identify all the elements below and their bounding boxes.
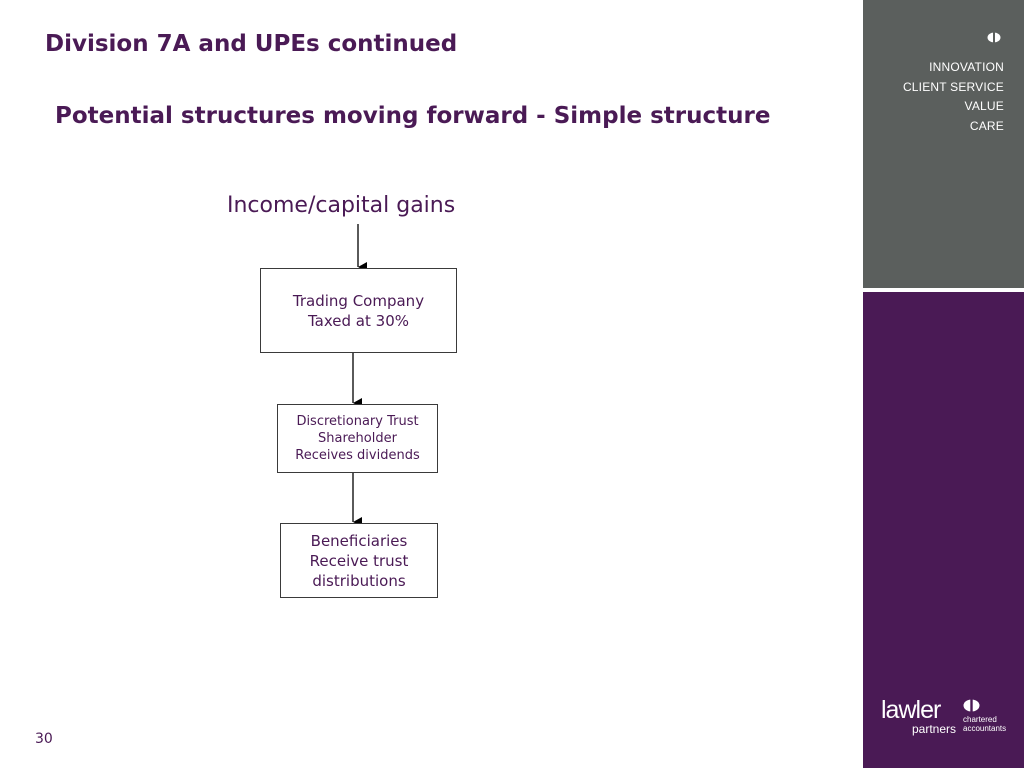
box-line: Receive trust [309, 551, 409, 570]
slide-title: Division 7A and UPEs continued [45, 31, 458, 57]
box-line: Discretionary Trust [296, 414, 419, 429]
value-item: CARE [969, 118, 1004, 133]
slide-subtitle: Potential structures moving forward - Si… [55, 103, 771, 129]
sidebar-divider [863, 288, 1024, 292]
box-line: Receives dividends [295, 448, 420, 463]
discretionary-trust-box: Discretionary Trust Shareholder Receives… [277, 404, 438, 473]
brand-tagline: chartered accountants [963, 715, 1006, 733]
box-line: Beneficiaries [310, 531, 408, 550]
beneficiaries-box: Beneficiaries Receive trust distribution… [280, 523, 438, 598]
sidebar-purple-panel [863, 292, 1024, 768]
trading-company-box: Trading Company Taxed at 30% [260, 268, 457, 353]
brand-tag-line: chartered [963, 715, 997, 724]
sidebar-grey-panel [863, 0, 1024, 288]
brand-tag-line: accountants [963, 724, 1007, 733]
value-item: CLIENT SERVICE [902, 79, 1004, 94]
values-list: INNOVATION CLIENT SERVICE VALUE CARE [903, 58, 1004, 136]
value-item: INNOVATION [929, 60, 1004, 74]
box-line: Shareholder [318, 431, 397, 446]
brand-mark-icon [987, 32, 1001, 43]
brand-sub: partners [912, 722, 957, 736]
brand-name: lawler [881, 696, 941, 724]
box-line: distributions [312, 571, 406, 590]
box-line: Taxed at 30% [308, 311, 409, 330]
page-number: 30 [35, 731, 53, 747]
flow-arrows [352, 224, 367, 527]
box-line: Trading Company [292, 291, 425, 310]
value-item: VALUE [964, 99, 1004, 113]
income-label: Income/capital gains [227, 193, 456, 218]
brand-mark-icon [963, 699, 980, 712]
brand-logo: lawler partners chartered accountants [881, 695, 1011, 740]
